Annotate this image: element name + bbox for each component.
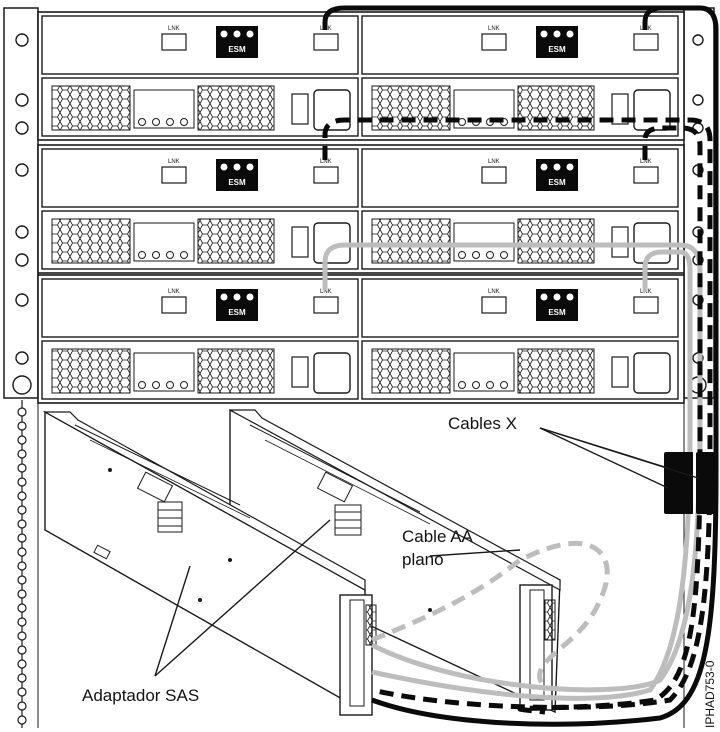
svg-text:LNK: LNK [488,159,500,165]
esm-label: ESM [548,308,566,317]
rail-hole [16,164,28,176]
rail-hole [16,254,28,266]
rail-hole [16,352,28,364]
esm-label: ESM [548,45,566,54]
rail-hole [18,408,26,416]
rail-hole [18,702,26,710]
rail-hole [16,34,28,46]
svg-text:LNK: LNK [168,159,180,165]
power-supply [42,341,358,399]
rail-hole [18,422,26,430]
rail-hole [16,226,28,238]
rail-hole [18,618,26,626]
figure-code: IPHAD753-0 [703,661,717,728]
svg-text:LNK: LNK [168,26,180,32]
rail-hole [18,534,26,542]
cable-sleeve [664,452,718,514]
rail-hole [18,660,26,668]
rail-hole [18,464,26,472]
rail-hole [18,576,26,584]
svg-text:LNK: LNK [488,289,500,295]
label-cable-aa-line2: plano [402,550,444,570]
power-supply [42,78,358,136]
power-supply [362,78,678,136]
rail-hole [18,632,26,640]
svg-text:LNK: LNK [168,289,180,295]
rail-hole [18,562,26,570]
rail-hole [13,376,31,394]
esm-label: ESM [548,178,566,187]
power-supply [362,341,678,399]
svg-text:LNK: LNK [488,26,500,32]
rail-hole [18,674,26,682]
rail-hole [18,548,26,556]
rail-hole [18,646,26,654]
esm-label: ESM [228,178,246,187]
rail-hole [18,450,26,458]
esm-label: ESM [228,45,246,54]
rail-hole [18,716,26,724]
power-supply [362,211,678,269]
rail-hole [18,590,26,598]
rail-hole [18,492,26,500]
rail-hole [16,122,28,134]
power-supply [42,211,358,269]
rail-hole [18,506,26,514]
label-adaptador-sas: Adaptador SAS [82,686,199,706]
rail-hole [16,94,28,106]
rail-hole [18,478,26,486]
label-cable-aa-line1: Cable AA [402,527,473,547]
rail-hole [693,95,703,105]
label-cables-x: Cables X [448,414,517,434]
rail-hole [18,688,26,696]
rail-hole [18,520,26,528]
rail-hole [693,35,703,45]
esm-label: ESM [228,308,246,317]
rail-hole [18,604,26,612]
rail-hole [18,436,26,444]
rail-hole [16,294,28,306]
